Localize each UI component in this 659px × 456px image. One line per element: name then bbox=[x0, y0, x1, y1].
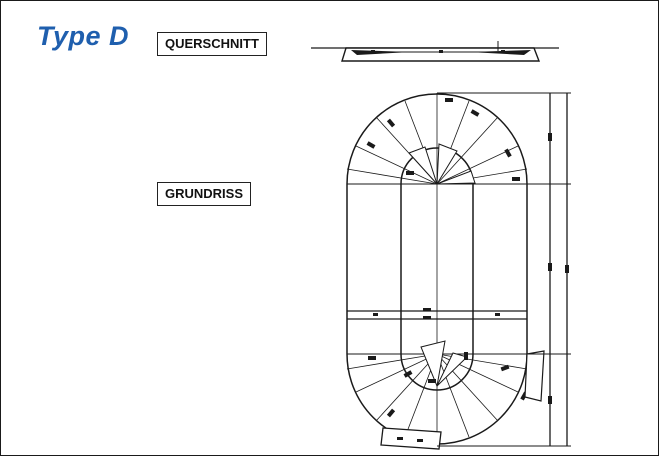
cross-section-drawing bbox=[311, 41, 559, 62]
cross-section-label: QUERSCHNITT bbox=[157, 32, 267, 56]
type-title: Type D bbox=[37, 21, 130, 51]
floor-plan-label: GRUNDRISS bbox=[157, 182, 252, 206]
floor-plan-drawing bbox=[346, 92, 571, 450]
